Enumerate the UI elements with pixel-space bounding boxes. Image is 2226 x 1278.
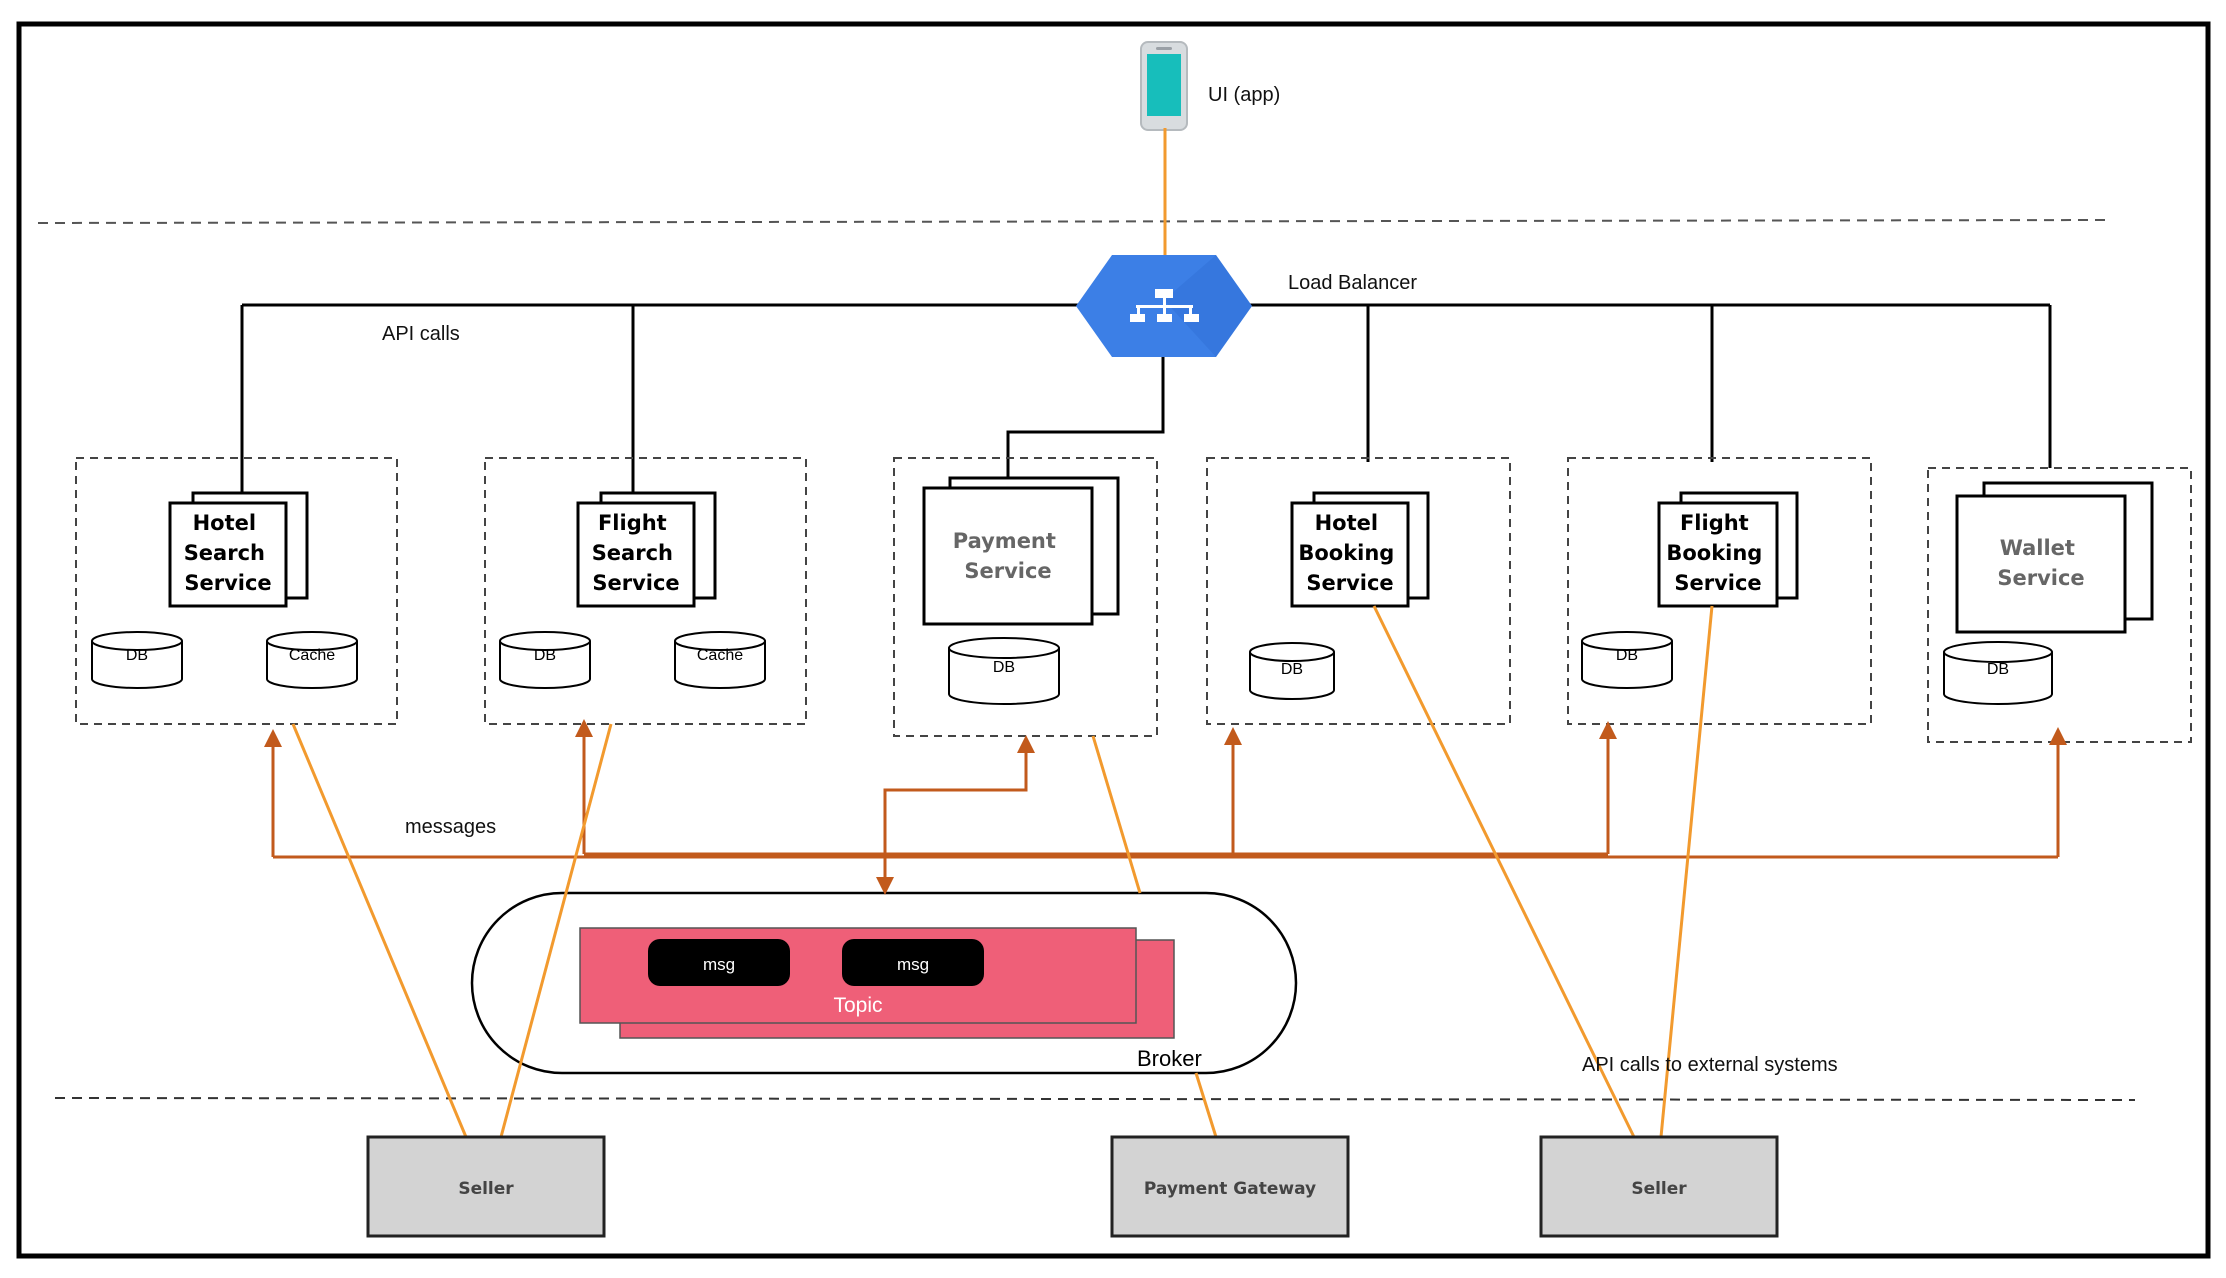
svg-text:DB: DB <box>993 659 1015 676</box>
svg-text:Seller: Seller <box>1631 1179 1687 1199</box>
message-lines <box>264 719 2067 895</box>
load-balancer-label: Load Balancer <box>1288 272 1417 294</box>
svg-text:Seller: Seller <box>458 1179 514 1199</box>
service-title: Flight Booking Service <box>1666 511 1769 595</box>
message-chip: msg <box>648 939 790 986</box>
database-icon: DB <box>1581 631 1673 689</box>
service-group-payment: Payment Service DB <box>893 457 1158 737</box>
service-group-flight-booking: Flight Booking Service DB <box>1567 457 1872 725</box>
database-icon: DB <box>948 637 1060 705</box>
topic-label: Topic <box>833 994 882 1017</box>
external-payment-gateway: Payment Gateway <box>1110 1135 1350 1238</box>
api-calls-external-label: API calls to external systems <box>1582 1054 1838 1076</box>
cache-icon: Cache <box>674 631 766 689</box>
service-group-hotel-booking: Hotel Booking Service DB <box>1206 457 1511 725</box>
ui-app-label: UI (app) <box>1208 84 1280 106</box>
service-group-flight-search: Flight Search Service DB Cache <box>484 457 807 725</box>
svg-text:Cache: Cache <box>289 647 335 664</box>
svg-text:DB: DB <box>1281 661 1303 678</box>
service-title: Payment Service <box>953 529 1063 583</box>
messages-label: messages <box>405 816 496 838</box>
message-chip: msg <box>842 939 984 986</box>
svg-text:DB: DB <box>1987 661 2009 678</box>
external-seller-right: Seller <box>1539 1135 1779 1238</box>
service-group-hotel-search: Hotel Search Service DB Cache <box>75 457 398 725</box>
external-call-lines <box>291 605 1714 1138</box>
svg-text:msg: msg <box>897 955 929 974</box>
external-tier-separator <box>54 1097 2136 1101</box>
database-icon: DB <box>91 631 183 689</box>
service-title: Hotel Search Service <box>184 511 273 595</box>
cache-icon: Cache <box>266 631 358 689</box>
api-calls-label: API calls <box>382 323 460 345</box>
service-group-wallet: Wallet Service DB <box>1927 467 2192 743</box>
svg-text:Payment Gateway: Payment Gateway <box>1144 1179 1316 1199</box>
client-tier-separator <box>37 219 2111 224</box>
service-title: Wallet Service <box>1997 536 2084 590</box>
svg-text:DB: DB <box>534 647 556 664</box>
service-title: Flight Search Service <box>592 511 681 595</box>
svg-text:DB: DB <box>126 647 148 664</box>
broker-label: Broker <box>1137 1046 1202 1071</box>
svg-text:Cache: Cache <box>697 647 743 664</box>
service-title: Hotel Booking Service <box>1298 511 1401 595</box>
smartphone-icon <box>1140 41 1188 131</box>
database-icon: DB <box>1943 641 2053 705</box>
svg-text:DB: DB <box>1616 647 1638 664</box>
external-seller-left: Seller <box>366 1135 606 1238</box>
database-icon: DB <box>499 631 591 689</box>
svg-text:msg: msg <box>703 955 735 974</box>
ui-app: UI (app) <box>1140 41 1280 131</box>
database-icon: DB <box>1249 642 1335 700</box>
broker: msg msg Topic Broker <box>470 891 1298 1075</box>
load-balancer: Load Balancer <box>1076 255 1417 357</box>
